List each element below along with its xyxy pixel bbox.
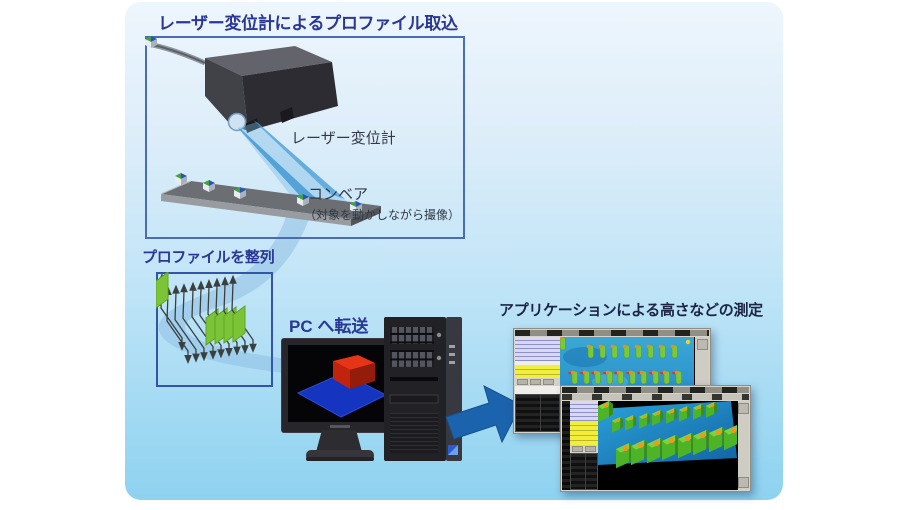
laser-beam-right bbox=[253, 120, 345, 199]
monitor-brand-mark bbox=[330, 425, 350, 428]
conveyor-note: （対象を動かしながら撮像） bbox=[304, 208, 461, 222]
capture-section-title: レーザー変位計によるプロファイル取込 bbox=[158, 14, 458, 33]
conveyor-label: コンベア bbox=[308, 186, 369, 203]
conveyor-edge bbox=[161, 194, 351, 226]
monitor-stand bbox=[306, 430, 374, 461]
align-section-title: プロファイルを整列 bbox=[142, 249, 275, 266]
pc-transfer-label: PC へ転送 bbox=[289, 317, 369, 336]
transfer-arrow-icon bbox=[445, 385, 522, 444]
app-back-table-panel bbox=[515, 394, 560, 432]
measured-part-marked-icon bbox=[560, 337, 566, 351]
app-back-sidebar bbox=[515, 337, 560, 432]
heightmap-3d-icon bbox=[296, 355, 388, 418]
app-front-scrollbar bbox=[738, 401, 749, 490]
laser-sensor-label: レーザー変位計 bbox=[291, 130, 396, 147]
flow-swoosh-ribbon bbox=[158, 194, 316, 374]
pc-monitor-screen bbox=[288, 345, 391, 422]
app-front-sidebar bbox=[570, 401, 598, 490]
app-front-list-panel bbox=[570, 401, 598, 421]
app-front-yellow-panel bbox=[570, 421, 598, 445]
profile-green-section-icon bbox=[156, 272, 169, 309]
sensor-front-face bbox=[205, 58, 248, 131]
app-front-table-panel bbox=[570, 453, 598, 490]
app-front-toolbar bbox=[562, 394, 749, 400]
app-back-list-panel bbox=[515, 337, 560, 361]
sensor-right-face bbox=[242, 62, 338, 131]
app-front-left-panel bbox=[562, 401, 570, 490]
laser-beam-left bbox=[238, 128, 320, 202]
app-window-front bbox=[560, 385, 751, 492]
conveyor-part-icon bbox=[145, 36, 157, 48]
part-3d-icon bbox=[598, 401, 613, 422]
laser-sensor-illustration bbox=[145, 36, 381, 226]
app-front-titlebar bbox=[562, 387, 749, 393]
app-back-buttons bbox=[515, 378, 560, 386]
app-back-yellow-panel bbox=[515, 365, 560, 378]
pc-monitor bbox=[281, 338, 400, 433]
app-back-titlebar bbox=[515, 330, 709, 336]
sensor-top-face bbox=[205, 46, 332, 76]
capture-box bbox=[145, 36, 465, 239]
app-front-3dview bbox=[598, 401, 738, 490]
conveyor-top bbox=[161, 181, 381, 219]
sensor-lens-icon bbox=[227, 112, 247, 132]
align-box bbox=[156, 272, 273, 387]
measurement-section-title: アプリケーションによる高さなどの測定 bbox=[499, 302, 763, 319]
profile-lines-illustration bbox=[156, 272, 258, 365]
power-button-icon bbox=[436, 332, 442, 338]
app-front-buttons bbox=[570, 445, 598, 453]
